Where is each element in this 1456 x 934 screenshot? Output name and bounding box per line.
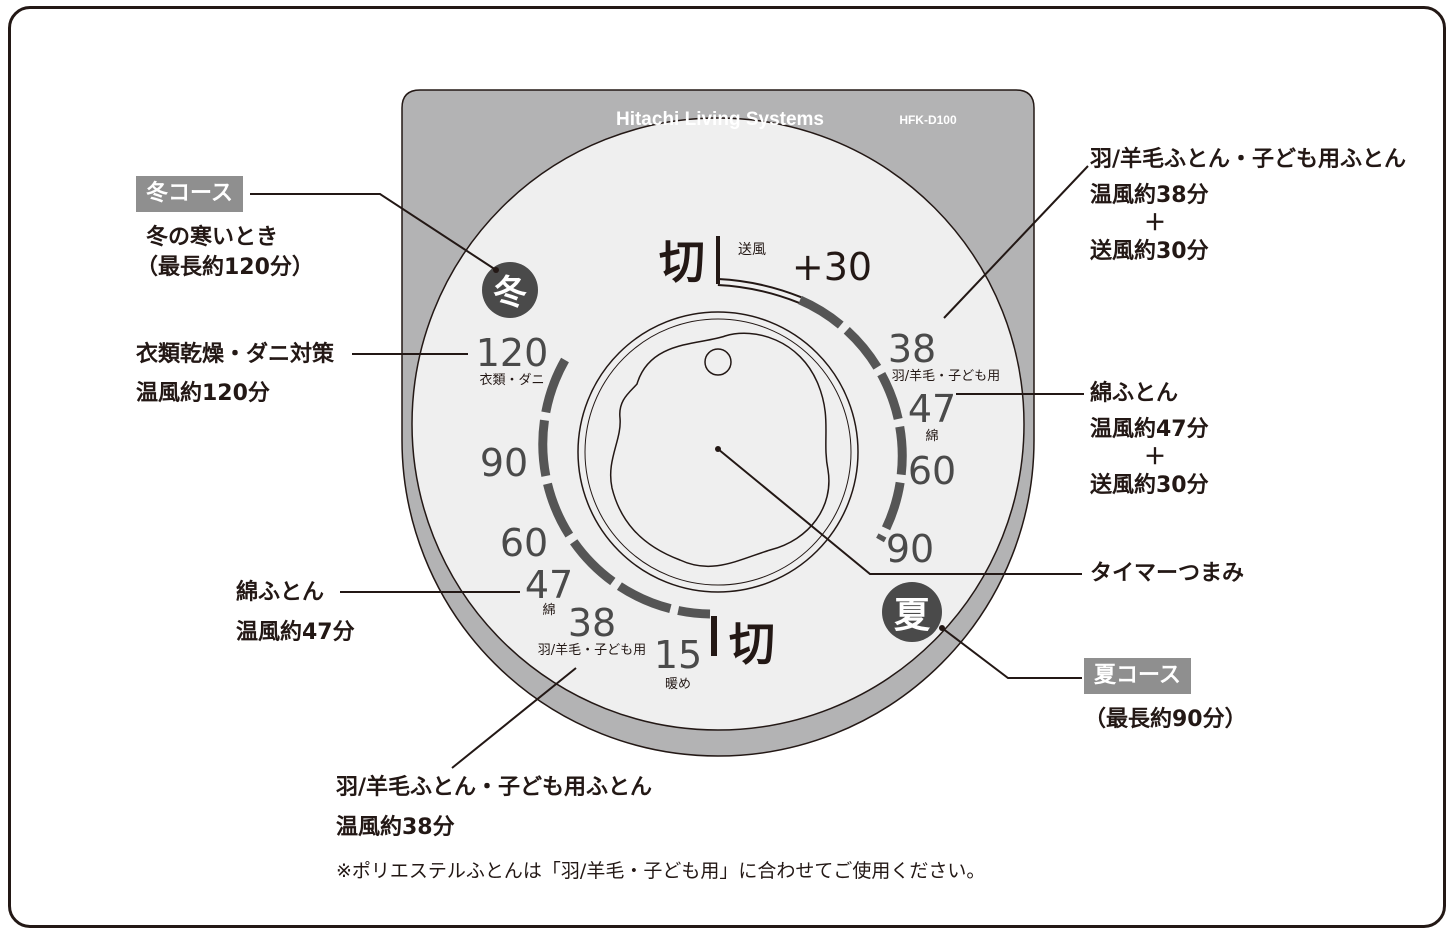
left-38: 38 xyxy=(568,601,616,645)
top-off-label: 切 xyxy=(659,235,705,289)
cotton-left-line1: 綿ふとん xyxy=(236,580,325,605)
knob-outer-ring xyxy=(577,311,859,593)
summer-course-line1: （最長約90分） xyxy=(1084,707,1247,732)
down-right-line2: 温風約38分 xyxy=(1090,183,1209,208)
clothes-mites-line1: 衣類乾燥・ダニ対策 xyxy=(136,342,335,367)
leader-summer xyxy=(941,627,1082,679)
down-right-line1: 羽/羊毛ふとん・子ども用ふとん xyxy=(1090,147,1407,172)
winter-course-line1: 冬の寒いとき xyxy=(146,225,279,250)
brand-label: Hitachi Living Systems xyxy=(616,109,824,130)
knob-indicator-dot xyxy=(704,348,732,376)
clothes-mites-line2: 温風約120分 xyxy=(136,381,270,406)
bottom-off-label: 切 xyxy=(729,617,775,671)
winter-course-line2: （最長約120分） xyxy=(136,255,314,280)
right-scale-arc xyxy=(798,295,907,543)
outer-frame xyxy=(8,6,1446,928)
leader-winter-dot xyxy=(493,267,499,273)
right-47-sub: 綿 xyxy=(925,429,938,444)
left-120: 120 xyxy=(476,331,549,375)
cotton-right-plus: ＋ xyxy=(1143,445,1166,470)
summer-badge-label: 夏 xyxy=(894,595,931,636)
winter-course-tag: 冬コース xyxy=(136,176,243,212)
cotton-left-line2: 温風約47分 xyxy=(236,620,355,645)
leader-summer-dot xyxy=(939,625,945,631)
left-90: 90 xyxy=(480,441,528,485)
leader-down-left xyxy=(451,667,577,769)
right-60: 60 xyxy=(908,449,956,493)
leader-down-right xyxy=(943,165,1089,319)
left-47: 47 xyxy=(525,563,573,607)
leader-knob xyxy=(717,448,1082,575)
summer-badge xyxy=(882,582,942,642)
plus30-label: +30 xyxy=(792,245,872,289)
down-left-line2: 温風約38分 xyxy=(336,815,455,840)
down-right-line3: 送風約30分 xyxy=(1090,239,1209,264)
cotton-right-line2: 温風約47分 xyxy=(1090,417,1209,442)
timer-knob-label: タイマーつまみ xyxy=(1090,561,1245,586)
footnote: ※ポリエステルふとんは「羽/羊毛・子ども用」に合わせてご使用ください。 xyxy=(336,860,986,882)
down-left-line1: 羽/羊毛ふとん・子ども用ふとん xyxy=(336,775,653,800)
down-right-plus: ＋ xyxy=(1143,211,1166,236)
right-38-sub: 羽/羊毛・子ども用 xyxy=(892,368,1000,384)
blow-arc-inner xyxy=(717,280,801,302)
winter-badge-label: 冬 xyxy=(493,273,527,313)
model-label: HFK-D100 xyxy=(899,113,957,127)
winter-badge xyxy=(482,262,538,318)
left-60: 60 xyxy=(500,521,548,565)
cotton-right-line3: 送風約30分 xyxy=(1090,473,1209,498)
right-47: 47 xyxy=(908,387,956,431)
blow-label: 送風 xyxy=(738,242,766,258)
summer-course-tag: 夏コース xyxy=(1084,658,1191,694)
left-15: 15 xyxy=(654,633,702,677)
left-scale-arc xyxy=(538,357,711,619)
leader-winter xyxy=(250,193,497,271)
cotton-right-line1: 綿ふとん xyxy=(1090,381,1179,406)
left-15-sub: 暖め xyxy=(665,677,691,692)
left-47-sub: 綿 xyxy=(542,603,555,618)
right-38: 38 xyxy=(888,327,936,371)
right-90: 90 xyxy=(886,527,934,571)
left-38-sub: 羽/羊毛・子ども用 xyxy=(538,642,646,658)
knob-inner-ring xyxy=(584,318,852,586)
left-120-sub: 衣類・ダニ xyxy=(479,372,544,388)
